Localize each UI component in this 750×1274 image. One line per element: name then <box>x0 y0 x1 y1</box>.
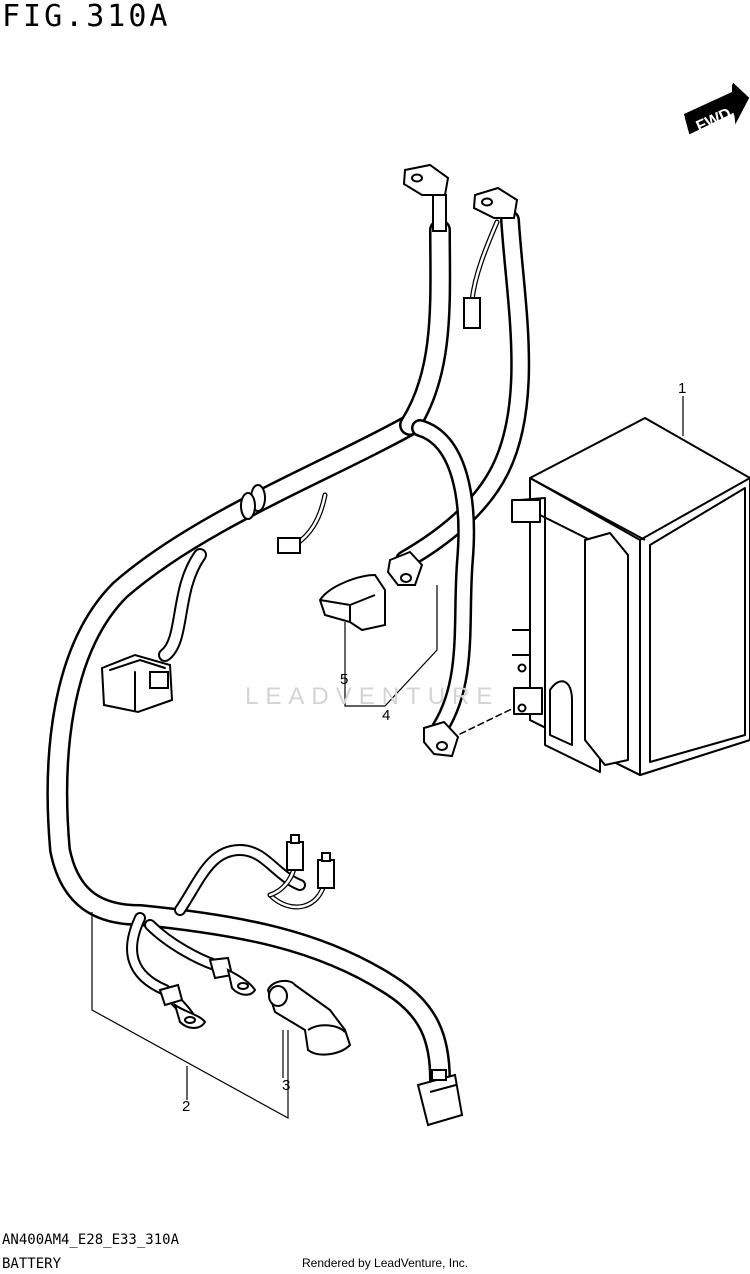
main-coupler <box>100 548 207 714</box>
model-code: AN400AM4_E28_E33_310A <box>2 1232 180 1248</box>
watermark: LEADVENTURE <box>245 683 500 710</box>
battery <box>511 417 750 776</box>
figure-title: FIG.310A <box>2 0 171 34</box>
end-coupler <box>416 1069 464 1127</box>
fwd-arrow-icon: FWD <box>684 82 750 136</box>
callout-lead: 4 <box>382 707 390 724</box>
render-credit: Rendered by LeadVenture, Inc. <box>302 1256 469 1270</box>
upper-lead <box>399 163 452 436</box>
fuse-connectors <box>286 834 335 889</box>
figure-name: BATTERY <box>2 1256 62 1272</box>
callout-battery: 1 <box>678 380 686 397</box>
main-harness <box>46 414 451 1091</box>
battery-holder <box>318 573 438 707</box>
callout-holder: 5 <box>340 671 348 688</box>
terminal-cap <box>266 979 352 1056</box>
pigtail-connector <box>277 492 328 554</box>
callout-harness: 2 <box>182 1098 190 1115</box>
leader-lines <box>91 396 684 1120</box>
callout-cap: 3 <box>282 1077 290 1094</box>
battery-positive-lead <box>386 186 531 586</box>
ring-terminals-lower <box>158 956 257 1029</box>
battery-negative-lead <box>411 419 521 758</box>
